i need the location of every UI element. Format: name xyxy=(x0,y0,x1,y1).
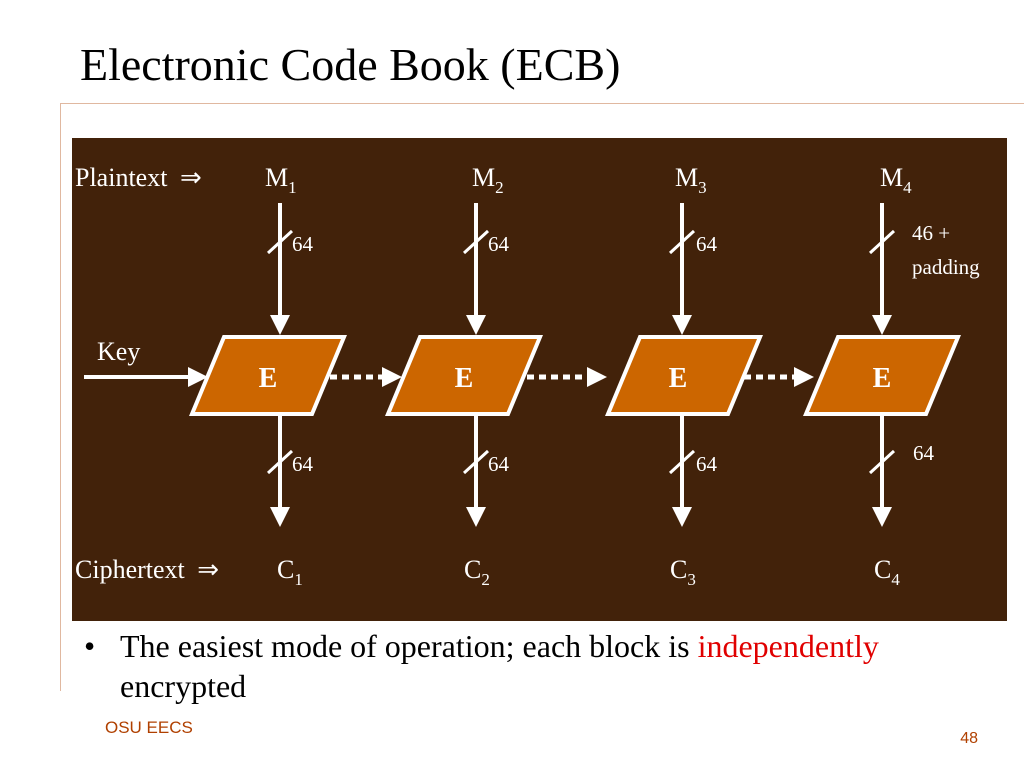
input-bit-width: 64 xyxy=(696,232,718,256)
ciphertext-block-label: C xyxy=(464,555,481,584)
plaintext-block-subscript: 3 xyxy=(698,178,707,197)
svg-text:C3: C3 xyxy=(670,555,696,589)
plaintext-block-label: M xyxy=(880,163,903,192)
block-1: M1 64 E 64 C1 xyxy=(189,163,347,589)
bit-width-slash xyxy=(462,449,490,475)
block-4: M4 46 + padding E 64 C4 xyxy=(803,163,980,589)
key-label: Key xyxy=(97,337,140,366)
output-arrowhead xyxy=(672,507,692,527)
encrypt-box-label: E xyxy=(873,363,892,394)
bullet-highlight: independently xyxy=(697,628,879,664)
bit-width-slash xyxy=(668,449,696,475)
chain-dotted-arrowhead xyxy=(587,367,607,387)
ciphertext-block-label: C xyxy=(277,555,294,584)
bullet-dot-icon: • xyxy=(84,628,96,664)
plaintext-block-subscript: 4 xyxy=(903,178,912,197)
key-arrowhead xyxy=(188,367,208,387)
plaintext-block-label: M xyxy=(265,163,288,192)
page-number: 48 xyxy=(960,730,978,747)
implies-symbol: ⇒ xyxy=(180,163,202,192)
bit-width-slash xyxy=(266,449,294,475)
encrypt-box-label: E xyxy=(455,363,474,394)
encrypt-box-label: E xyxy=(259,363,278,394)
bullet-text-end: encrypted xyxy=(120,668,247,704)
ciphertext-block-label: C xyxy=(874,555,891,584)
plaintext-block-subscript: 2 xyxy=(495,178,504,197)
input-bit-width-line1: 46 + xyxy=(912,221,950,245)
encrypt-box xyxy=(803,335,961,416)
page-title: Electronic Code Book (ECB) xyxy=(80,39,621,90)
encrypt-box-label: E xyxy=(669,363,688,394)
plaintext-block-label: M xyxy=(472,163,495,192)
chain-dotted-arrowhead xyxy=(794,367,814,387)
ciphertext-block-subscript: 4 xyxy=(891,570,900,589)
svg-text:Ciphertext ⇒: Ciphertext ⇒ xyxy=(75,555,219,584)
ciphertext-block-label: C xyxy=(670,555,687,584)
output-bit-width: 64 xyxy=(292,452,314,476)
ecb-diagram-svg: Plaintext ⇒ Ciphertext ⇒ Key M1 64 E 64 xyxy=(72,138,1007,621)
svg-text:M4: M4 xyxy=(880,163,912,197)
ciphertext-label: Ciphertext xyxy=(75,555,186,584)
title-rule xyxy=(60,103,1024,104)
plaintext-block-subscript: 1 xyxy=(288,178,297,197)
bit-width-slash xyxy=(868,449,896,475)
svg-text:C1: C1 xyxy=(277,555,303,589)
footer-organization: OSU EECS xyxy=(105,718,193,737)
svg-text:C2: C2 xyxy=(464,555,490,589)
ciphertext-block-subscript: 1 xyxy=(294,570,303,589)
block-3: M3 64 E 64 C3 xyxy=(605,163,763,589)
input-arrowhead xyxy=(270,315,290,335)
input-bit-width: 64 xyxy=(488,232,510,256)
svg-text:C4: C4 xyxy=(874,555,900,589)
svg-text:M1: M1 xyxy=(265,163,297,197)
output-arrowhead xyxy=(872,507,892,527)
chain-dotted-arrowhead xyxy=(382,367,402,387)
bullet-text-start: The easiest mode of operation; each bloc… xyxy=(120,628,698,664)
bit-width-slash xyxy=(266,229,294,255)
bit-width-slash xyxy=(868,229,896,255)
side-rule xyxy=(60,103,61,691)
encrypt-box xyxy=(385,335,543,416)
encrypt-box xyxy=(605,335,763,416)
output-bit-width: 64 xyxy=(913,441,935,465)
input-arrowhead xyxy=(872,315,892,335)
input-arrowhead xyxy=(466,315,486,335)
ecb-diagram: Plaintext ⇒ Ciphertext ⇒ Key M1 64 E 64 xyxy=(72,138,1007,621)
output-bit-width: 64 xyxy=(488,452,510,476)
input-bit-width: 64 xyxy=(292,232,314,256)
block-2: M2 64 E 64 C2 xyxy=(385,163,543,589)
svg-text:Plaintext ⇒: Plaintext ⇒ xyxy=(75,163,202,192)
plaintext-block-label: M xyxy=(675,163,698,192)
encrypt-box xyxy=(189,335,347,416)
plaintext-label: Plaintext xyxy=(75,163,168,192)
input-arrowhead xyxy=(672,315,692,335)
implies-symbol: ⇒ xyxy=(197,555,219,584)
ciphertext-block-subscript: 2 xyxy=(481,570,490,589)
ciphertext-block-subscript: 3 xyxy=(687,570,696,589)
bit-width-slash xyxy=(668,229,696,255)
bullet-text: The easiest mode of operation; each bloc… xyxy=(120,626,980,706)
svg-text:M3: M3 xyxy=(675,163,707,197)
bit-width-slash xyxy=(462,229,490,255)
output-bit-width: 64 xyxy=(696,452,718,476)
input-bit-width-line2: padding xyxy=(912,255,980,279)
output-arrowhead xyxy=(466,507,486,527)
output-arrowhead xyxy=(270,507,290,527)
svg-text:M2: M2 xyxy=(472,163,504,197)
